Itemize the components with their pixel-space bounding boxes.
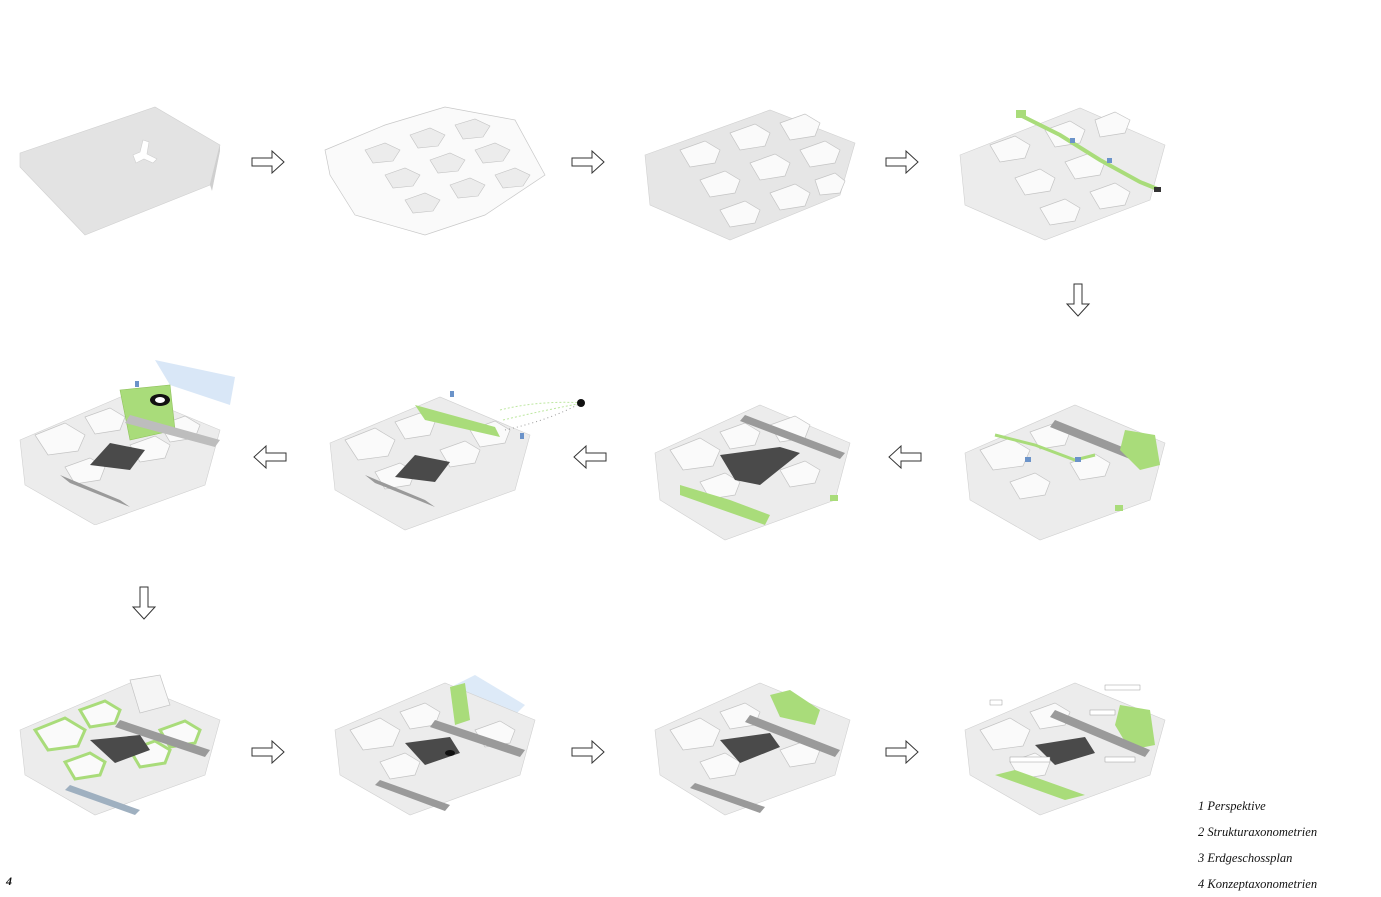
arrow-4-5	[1058, 280, 1098, 320]
legend-item: 1 Perspektive	[1198, 799, 1266, 813]
diagram-step-4	[950, 90, 1220, 260]
diagram-step-5	[10, 355, 280, 525]
diagram-step-10	[325, 665, 595, 835]
arrow-1-2	[248, 142, 288, 182]
diagram-step-12	[955, 665, 1225, 835]
arrow-3-4	[882, 142, 922, 182]
arrow-9-10	[248, 732, 288, 772]
legend-item: 3 Erdgeschossplan	[1198, 851, 1293, 865]
arrow-8-9	[124, 583, 164, 623]
diagram-step-3	[640, 95, 910, 265]
diagram-step-11	[640, 665, 910, 835]
diagram-step-7	[640, 385, 910, 555]
arrow-10-11	[568, 732, 608, 772]
arrow-2-3	[568, 142, 608, 182]
diagram-step-6	[325, 375, 595, 545]
legend-item: 2 Strukturaxonometrien	[1198, 825, 1318, 839]
diagram-step-1	[15, 95, 285, 265]
diagram-step-9	[10, 665, 280, 835]
legend-item: 4 Konzeptaxonometrien	[1198, 877, 1318, 891]
arrow-11-12	[882, 732, 922, 772]
arrow-7-8	[885, 437, 925, 477]
diagram-step-2	[315, 95, 585, 265]
diagram-step-8	[955, 385, 1225, 555]
arrow-6-7	[570, 437, 610, 477]
page-number: 4	[6, 874, 12, 888]
legend: 1 Perspektive 2 Strukturaxonometrien 3 E…	[1198, 793, 1317, 897]
arrow-5-6	[250, 437, 290, 477]
